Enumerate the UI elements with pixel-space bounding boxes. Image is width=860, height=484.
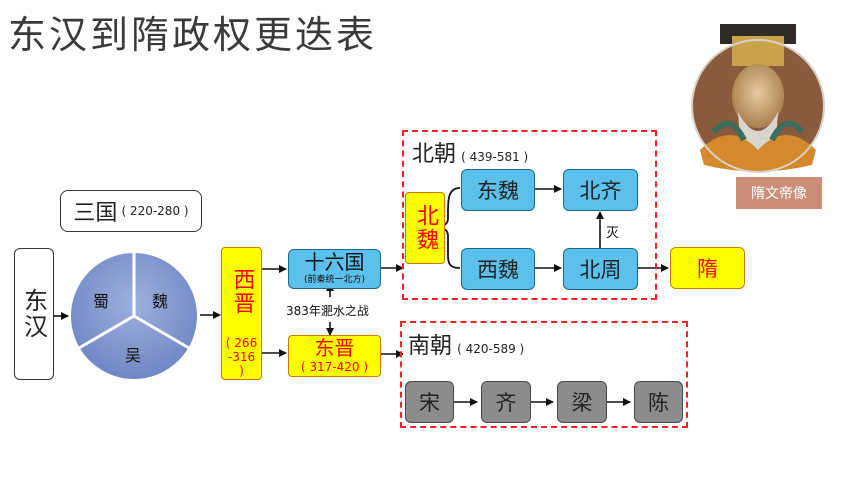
xijin-label: 西晋 — [229, 268, 255, 316]
node-donghan: 东汉 — [14, 248, 54, 380]
pie-label-wu: 吴 — [125, 346, 142, 365]
pie-label-wei: 魏 — [152, 292, 169, 311]
node-sui: 隋 — [670, 247, 745, 289]
mie-label: 灭 — [606, 226, 620, 241]
shiliuguo-note: (前秦统一北方) — [303, 275, 366, 285]
beichao-years: ( 439-581 ) — [461, 150, 529, 164]
pie-label-shu: 蜀 — [93, 292, 110, 311]
node-shiliuguo: 十六国 (前秦统一北方) — [288, 249, 381, 289]
nanchao-label: 南朝 — [408, 334, 453, 359]
dongjin-years: ( 317-420 ) — [300, 360, 369, 374]
node-dongjin: 东晋 ( 317-420 ) — [288, 335, 381, 377]
nanchao-years: ( 420-589 ) — [457, 342, 525, 356]
sanguo-pie — [69, 251, 199, 381]
node-sanguo-label: 三国 ( 220-280 ) — [60, 190, 202, 232]
beichao-label: 北朝 — [412, 142, 457, 167]
node-xijin: 西晋 ( 266-316 ) — [221, 247, 262, 380]
page-title: 东汉到隋政权更迭表 — [8, 13, 378, 57]
node-qi: 齐 — [481, 381, 531, 423]
node-xiwei: 西魏 — [461, 248, 535, 290]
beichao-heading: 北朝 ( 439-581 ) — [412, 136, 528, 168]
sanguo-label: 三国 — [73, 201, 118, 226]
node-song: 宋 — [405, 381, 454, 423]
nanchao-group — [400, 321, 688, 428]
nanchao-heading: 南朝 ( 420-589 ) — [408, 328, 524, 360]
node-liang: 梁 — [557, 381, 607, 423]
xijin-years: ( 266-316 ) — [225, 336, 258, 378]
battle-label: 383年淝水之战 — [286, 302, 369, 319]
portrait-caption: 隋文帝像 — [736, 177, 822, 209]
node-beizhou: 北周 — [563, 248, 638, 290]
shiliuguo-label: 十六国 — [304, 250, 365, 274]
node-beiqi: 北齐 — [563, 169, 638, 211]
sui-wendi-portrait — [691, 24, 825, 173]
beichao-group — [402, 130, 657, 300]
node-dongwei: 东魏 — [461, 169, 535, 211]
dongjin-label: 东晋 — [314, 336, 355, 360]
node-beiwei: 北魏 — [405, 192, 445, 264]
node-chen: 陈 — [634, 381, 683, 423]
sanguo-years: ( 220-280 ) — [121, 204, 189, 218]
